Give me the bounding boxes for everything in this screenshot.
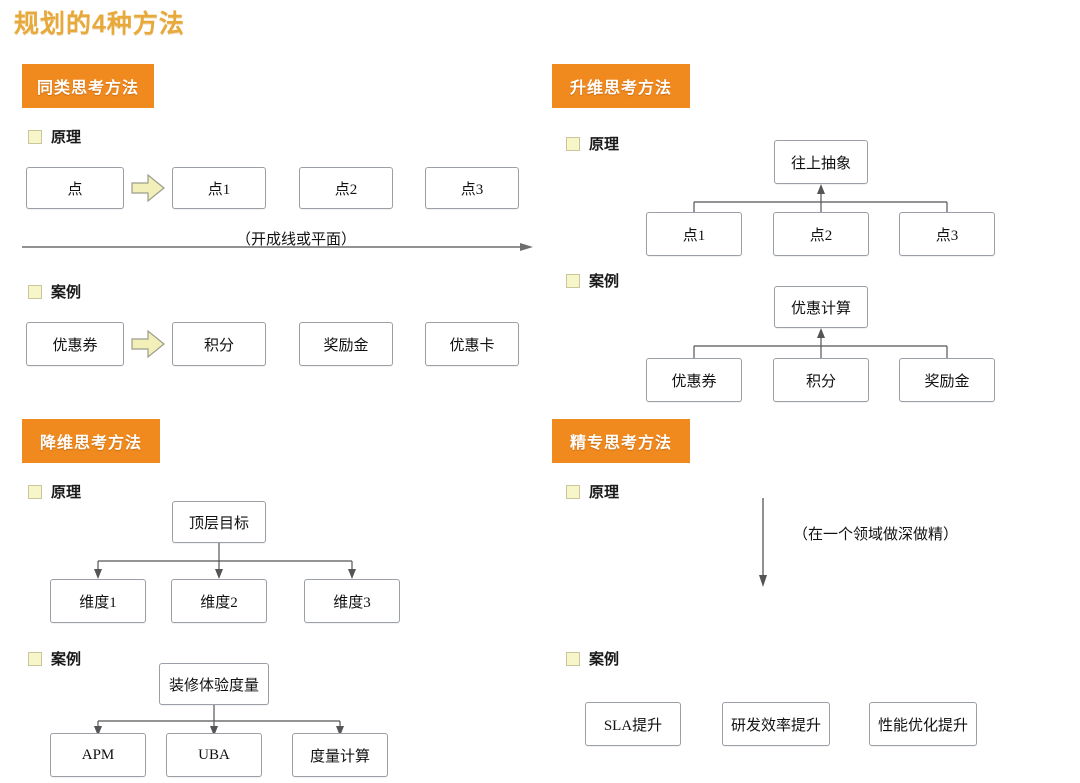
page-title: 规划的4种方法 bbox=[14, 10, 185, 38]
block-arrow-right-icon bbox=[131, 173, 165, 203]
split-down-connector-principle bbox=[40, 543, 370, 579]
node-bonus[interactable]: 奖励金 bbox=[899, 358, 995, 402]
principle-marker-same-kind: 原理 bbox=[28, 126, 81, 147]
checkbox-icon[interactable] bbox=[28, 651, 42, 666]
node-dimension-2[interactable]: 维度2 bbox=[171, 579, 267, 623]
specialize-caption: （在一个领域做深做精） bbox=[793, 527, 959, 543]
section-badge-specialize[interactable]: 精专思考方法 bbox=[552, 419, 690, 463]
node-point-3[interactable]: 点3 bbox=[425, 167, 519, 209]
node-point-2[interactable]: 点2 bbox=[773, 212, 869, 256]
principle-marker-down-dimension: 原理 bbox=[28, 481, 81, 502]
node-discount-calc[interactable]: 优惠计算 bbox=[774, 286, 868, 328]
checkbox-icon[interactable] bbox=[28, 284, 42, 299]
node-apm[interactable]: APM bbox=[50, 733, 146, 777]
node-point-1[interactable]: 点1 bbox=[646, 212, 742, 256]
principle-label: 原理 bbox=[51, 485, 82, 501]
checkbox-icon[interactable] bbox=[566, 273, 580, 288]
node-points-credit[interactable]: 积分 bbox=[773, 358, 869, 402]
checkbox-icon[interactable] bbox=[28, 484, 42, 499]
node-coupon[interactable]: 优惠券 bbox=[646, 358, 742, 402]
section-badge-down-dimension[interactable]: 降维思考方法 bbox=[22, 419, 160, 463]
block-arrow-right-icon bbox=[131, 329, 165, 359]
case-label: 案例 bbox=[589, 274, 620, 290]
node-points-credit[interactable]: 积分 bbox=[172, 322, 266, 366]
converge-up-connector-case bbox=[640, 328, 1010, 358]
section-badge-up-dimension[interactable]: 升维思考方法 bbox=[552, 64, 690, 108]
node-rd-efficiency-improvement[interactable]: 研发效率提升 bbox=[722, 702, 830, 746]
node-point-2[interactable]: 点2 bbox=[299, 167, 393, 209]
split-down-connector-case bbox=[40, 705, 370, 736]
principle-marker-up-dimension: 原理 bbox=[566, 133, 619, 154]
node-point[interactable]: 点 bbox=[26, 167, 124, 209]
case-marker-same-kind: 案例 bbox=[28, 281, 81, 302]
section-badge-same-kind[interactable]: 同类思考方法 bbox=[22, 64, 154, 108]
node-performance-optimization-improvement[interactable]: 性能优化提升 bbox=[869, 702, 977, 746]
node-point-1[interactable]: 点1 bbox=[172, 167, 266, 209]
node-top-goal[interactable]: 顶层目标 bbox=[172, 501, 266, 543]
principle-label: 原理 bbox=[589, 137, 620, 153]
node-bonus[interactable]: 奖励金 bbox=[299, 322, 393, 366]
node-uba[interactable]: UBA bbox=[166, 733, 262, 777]
long-arrow-down-icon bbox=[756, 498, 770, 588]
principle-label: 原理 bbox=[51, 130, 82, 146]
case-label: 案例 bbox=[589, 652, 620, 668]
checkbox-icon[interactable] bbox=[566, 651, 580, 666]
case-label: 案例 bbox=[51, 652, 82, 668]
node-decoration-experience-metric[interactable]: 装修体验度量 bbox=[159, 663, 269, 705]
node-dimension-1[interactable]: 维度1 bbox=[50, 579, 146, 623]
node-sla-improvement[interactable]: SLA提升 bbox=[585, 702, 681, 746]
case-label: 案例 bbox=[51, 285, 82, 301]
checkbox-icon[interactable] bbox=[566, 136, 580, 151]
principle-label: 原理 bbox=[589, 485, 620, 501]
case-marker-down-dimension: 案例 bbox=[28, 648, 81, 669]
node-coupon-card[interactable]: 优惠卡 bbox=[425, 322, 519, 366]
case-marker-up-dimension: 案例 bbox=[566, 270, 619, 291]
checkbox-icon[interactable] bbox=[566, 484, 580, 499]
node-metric-calc[interactable]: 度量计算 bbox=[292, 733, 388, 777]
case-marker-specialize: 案例 bbox=[566, 648, 619, 669]
flow-caption-same-kind: （开成线或平面） bbox=[236, 232, 357, 248]
long-arrow-right-icon bbox=[22, 240, 534, 254]
node-coupon[interactable]: 优惠券 bbox=[26, 322, 124, 366]
node-point-3[interactable]: 点3 bbox=[899, 212, 995, 256]
node-abstract-up[interactable]: 往上抽象 bbox=[774, 140, 868, 184]
principle-marker-specialize: 原理 bbox=[566, 481, 619, 502]
converge-up-connector-principle bbox=[640, 184, 1010, 214]
checkbox-icon[interactable] bbox=[28, 129, 42, 144]
node-dimension-3[interactable]: 维度3 bbox=[304, 579, 400, 623]
